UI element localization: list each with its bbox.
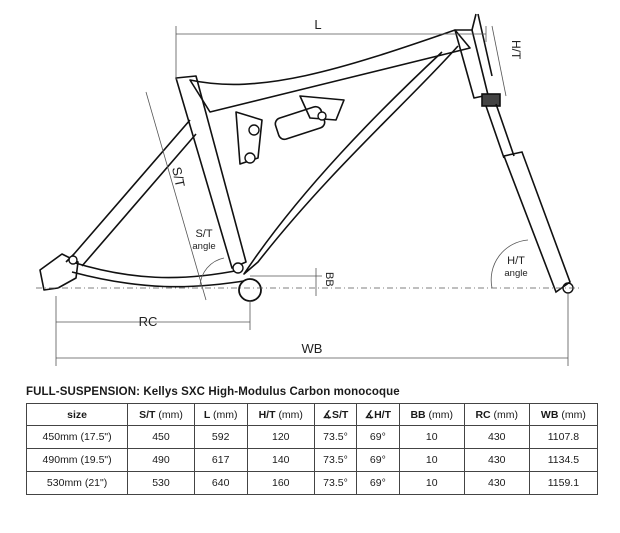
label-seat-tube: S/T [169,166,188,189]
value-cell: 617 [193,448,248,472]
value-cell: 10 [398,425,465,449]
column-header: H/T (mm) [246,403,315,426]
column-header-unit: (mm) [428,408,454,421]
label-chainstay: RC [139,314,158,329]
column-header-label: H/T [258,408,276,421]
value-cell: 10 [398,471,465,495]
value-cell: 73.5° [313,471,357,495]
dimension-labels: L H/T S/T S/T angle H/T angle BB RC WB [139,17,528,356]
column-header-unit: (mm) [158,408,183,421]
shock-mount [299,95,345,121]
rocker-link [235,111,263,165]
column-header-label: L [203,408,211,421]
value-cell: 450 [127,425,195,449]
rear-shock [274,105,326,141]
label-seat-angle-2: angle [192,241,215,252]
size-cell: 450mm (17.5") [25,425,129,449]
value-cell: 592 [193,425,248,449]
frame-geometry-diagram: L H/T S/T S/T angle H/T angle BB RC WB [36,13,580,366]
column-header: WB (mm) [528,403,599,426]
value-cell: 120 [246,425,315,449]
column-header: L (mm) [193,403,248,426]
column-header-label: ∡S/T [322,408,349,421]
value-cell: 10 [398,448,465,472]
value-cell: 1159.1 [528,471,599,495]
value-cell: 140 [246,448,315,472]
seat-tube [175,75,247,269]
seat-stay [65,119,197,267]
label-wheelbase: WB [302,341,323,356]
value-cell: 430 [463,471,530,495]
head-angle-arc [490,239,529,289]
column-header: S/T (mm) [127,403,195,426]
fork-crown [481,93,501,107]
head-tube [454,29,489,99]
value-cell: 69° [355,425,400,449]
label-head-angle-1: H/T [507,255,525,267]
value-cell: 640 [193,471,248,495]
column-header-label: WB [540,408,559,421]
column-header-label: size [67,408,88,421]
column-header-label: RC [475,408,491,421]
fork-steerer [471,13,493,77]
value-cell: 160 [246,471,315,495]
value-cell: 490 [127,448,195,472]
column-header-unit: (mm) [213,408,238,421]
bike-frame [39,29,489,291]
value-cell: 73.5° [313,425,357,449]
column-header: ∡S/T [313,403,357,426]
value-cell: 530 [127,471,195,495]
size-cell: 490mm (19.5") [25,448,129,472]
top-tube [189,29,471,113]
head-tube-dim-line [491,25,507,97]
dimension-lines [36,25,580,366]
label-bottom-bracket: BB [323,272,335,287]
rear-dropout [39,253,79,291]
value-cell: 69° [355,448,400,472]
value-cell: 73.5° [313,448,357,472]
column-header-label: ∡H/T [364,408,392,421]
value-cell: 69° [355,471,400,495]
label-head-tube: H/T [509,40,523,60]
column-header: ∡H/T [355,403,400,426]
pivot-bb [232,262,244,274]
column-header-unit: (mm) [278,408,303,421]
label-top-tube: L [314,17,321,32]
value-cell: 430 [463,448,530,472]
value-cell: 1107.8 [528,425,599,449]
column-header-unit: (mm) [493,408,519,421]
table-caption: FULL-SUSPENSION: Kellys SXC High-Modulus… [26,386,400,398]
pivot-shock [317,111,327,121]
column-header: RC (mm) [463,403,530,426]
bottom-bracket-shell [238,278,262,302]
pivot-dropout [68,255,78,265]
fork-lower [502,151,571,294]
column-header-unit: (mm) [561,408,586,421]
size-cell: 530mm (21") [25,471,129,495]
seat-tube-dim-line [145,91,207,301]
column-header: BB (mm) [398,403,465,426]
fork-stanchion [485,103,515,159]
pivot-upper-rocker [248,124,260,136]
seat-angle-arc [199,257,225,287]
label-head-angle-2: angle [504,268,527,279]
pivot-lower-rocker [244,152,256,164]
down-tube [243,45,459,275]
suspension-fork [471,13,571,294]
column-header-label: BB [410,408,426,421]
value-cell: 1134.5 [528,448,599,472]
column-header-label: S/T [139,408,156,421]
label-seat-angle-1: S/T [195,228,212,240]
chain-stay [71,261,251,288]
value-cell: 430 [463,425,530,449]
column-header: size [25,403,129,426]
